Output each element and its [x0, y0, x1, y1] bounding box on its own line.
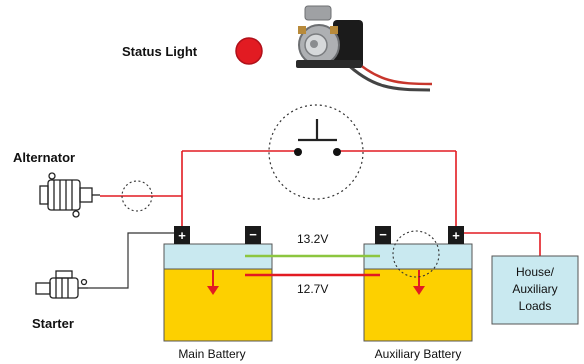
main-battery-label: Main Battery	[178, 347, 245, 361]
voltage-high-label: 13.2V	[297, 232, 328, 246]
starter-label: Starter	[32, 316, 74, 331]
svg-text:−: −	[249, 227, 257, 242]
red-wiring	[100, 150, 541, 256]
relay-solenoid-icon	[296, 5, 433, 92]
starter-wire	[88, 232, 174, 289]
svg-text:+: +	[178, 228, 186, 243]
status-light-label: Status Light	[122, 44, 198, 59]
svg-text:Loads: Loads	[519, 299, 552, 313]
status-light-indicator	[235, 37, 263, 65]
voltage-low-label: 12.7V	[297, 282, 328, 296]
svg-text:−: −	[379, 227, 387, 242]
main-battery-minus-terminal: −	[245, 226, 261, 244]
aux-battery: − +	[363, 226, 473, 342]
aux-battery-down-arrow-icon	[413, 270, 425, 295]
aux-battery-highlight	[392, 230, 440, 278]
aux-battery-plus-terminal: +	[448, 226, 464, 244]
aux-battery-minus-terminal: −	[375, 226, 391, 244]
starter-icon	[35, 270, 88, 299]
svg-text:House/: House/	[516, 265, 555, 279]
house-loads-box: House/ Auxiliary Loads	[491, 255, 579, 325]
relay-switch-symbol	[268, 104, 364, 200]
alternator-label: Alternator	[13, 150, 75, 165]
main-battery: + −	[163, 226, 273, 342]
aux-battery-label: Auxiliary Battery	[375, 347, 462, 361]
svg-text:Auxiliary: Auxiliary	[512, 282, 557, 296]
svg-text:+: +	[452, 228, 460, 243]
main-battery-down-arrow-icon	[207, 270, 219, 295]
main-battery-plus-terminal: +	[174, 226, 190, 244]
alternator-icon	[39, 172, 100, 218]
alternator-highlight	[121, 180, 153, 212]
